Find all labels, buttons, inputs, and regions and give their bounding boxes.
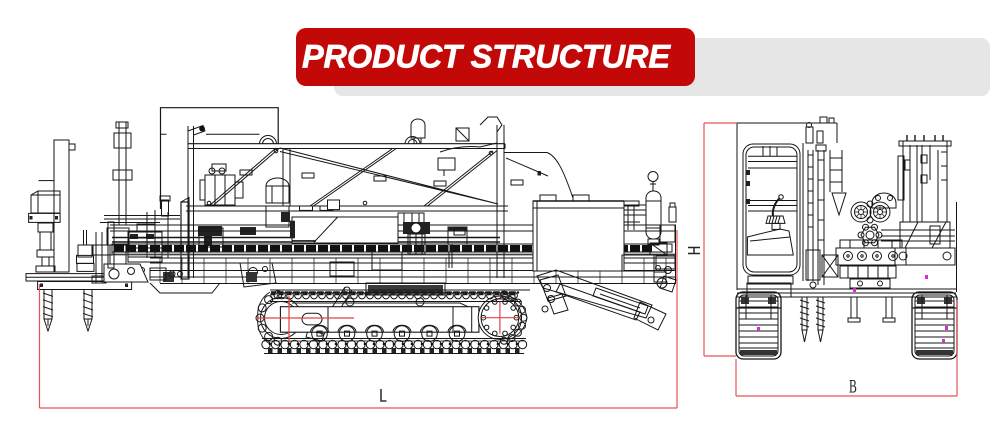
svg-text:PRODUCT STRUCTURE: PRODUCT STRUCTURE (302, 39, 671, 75)
svg-text:B: B (849, 377, 857, 397)
